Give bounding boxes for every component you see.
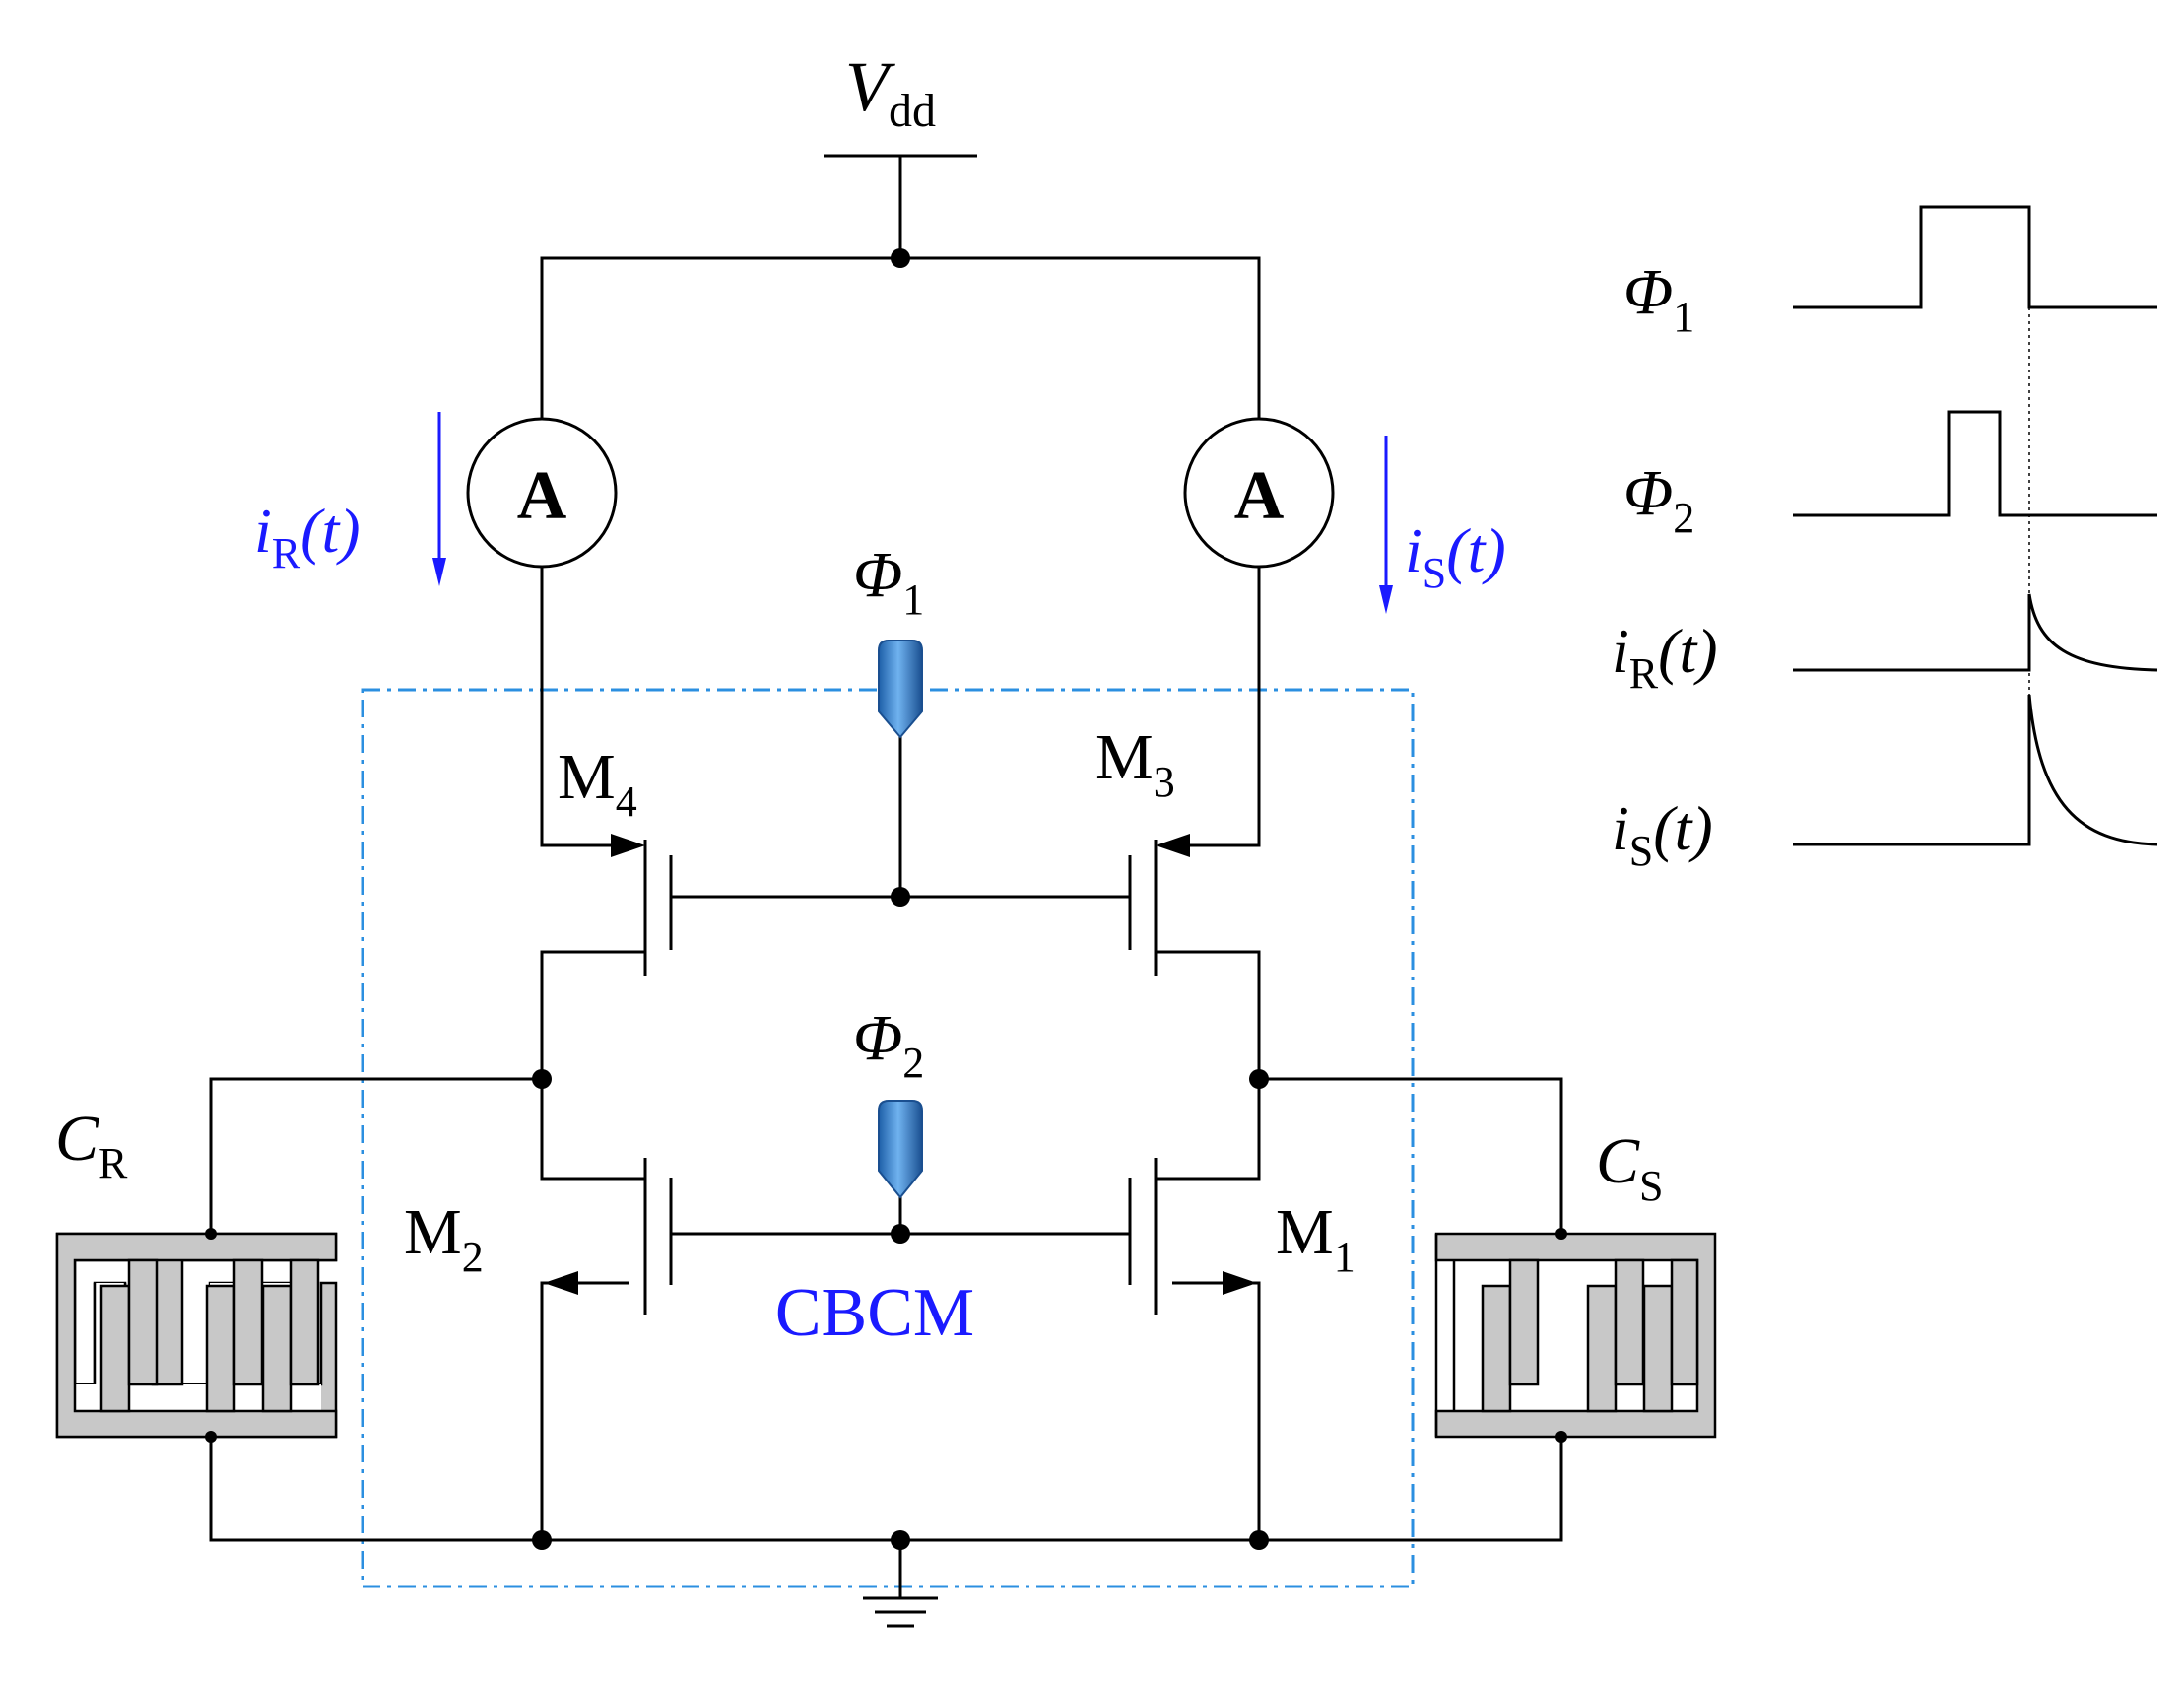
phi2-waveform xyxy=(1793,410,2157,517)
capacitor-terminals xyxy=(205,1228,1567,1443)
circuit-wires xyxy=(209,154,1563,1628)
m1-source-arrow xyxy=(1223,1271,1257,1295)
ammeter-left-symbol: A xyxy=(517,458,567,534)
junction-dots xyxy=(532,248,1269,1550)
m2-source-arrow xyxy=(544,1271,578,1295)
is-label: iS(t) xyxy=(1405,515,1506,597)
cbcm-label: CBCM xyxy=(775,1275,974,1351)
capacitor-cr-icon xyxy=(55,1232,338,1439)
transistor-arrows xyxy=(544,834,1257,1295)
ammeter-right-symbol: A xyxy=(1234,458,1285,534)
timing-diagram xyxy=(1793,205,2158,846)
m4-label: M4 xyxy=(558,741,637,826)
cs-label: CS xyxy=(1596,1125,1664,1210)
timing-is-label: iS(t) xyxy=(1612,793,1713,875)
m2-label: M2 xyxy=(404,1196,484,1281)
current-arrows xyxy=(432,412,1393,614)
m3-label: M3 xyxy=(1095,721,1175,806)
phi2-probe-icon xyxy=(878,1100,923,1199)
timing-phi1-label: Φ1 xyxy=(1623,256,1694,341)
is-waveform xyxy=(1793,694,2158,846)
timing-ir-label: iR(t) xyxy=(1612,616,1718,698)
m3-source-arrow xyxy=(1156,834,1190,857)
phi1-gate-label: Φ1 xyxy=(853,539,924,624)
m1-label: M1 xyxy=(1276,1196,1356,1281)
ir-waveform xyxy=(1793,593,2158,672)
ir-label: iR(t) xyxy=(254,496,361,577)
ammeter-right: A xyxy=(1183,417,1335,569)
m4-source-arrow xyxy=(611,834,645,857)
phi1-waveform xyxy=(1793,205,2157,309)
vdd-label: Vdd xyxy=(845,47,936,137)
phi2-gate-label: Φ2 xyxy=(853,1002,924,1087)
capacitor-cs-icon xyxy=(1434,1232,1717,1439)
timing-phi2-label: Φ2 xyxy=(1623,457,1694,542)
cr-label: CR xyxy=(55,1103,128,1187)
ammeter-left: A xyxy=(466,417,618,569)
phi1-probe-icon xyxy=(878,640,923,739)
